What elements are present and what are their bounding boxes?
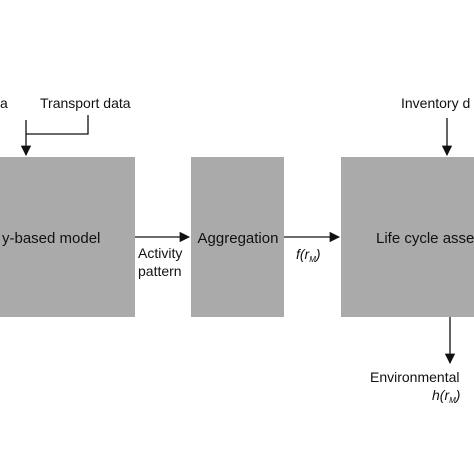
activity-label: Activity [138, 245, 182, 261]
f-function-label: f(rM) [296, 246, 321, 264]
transport-connector [26, 115, 89, 135]
model-box-label: y-based model [2, 230, 100, 247]
inventory-data-label: Inventory d [401, 95, 470, 111]
lca-box [341, 157, 474, 317]
aggregation-box-label: Aggregation [198, 230, 279, 247]
data-input-label: a [0, 95, 8, 111]
environmental-label: Environmental [370, 369, 460, 385]
lca-box-label: Life cycle asse [376, 230, 474, 247]
transport-data-label: Transport data [40, 95, 131, 111]
model-box [0, 157, 135, 317]
pattern-label: pattern [138, 263, 182, 279]
aggregation-box [191, 157, 284, 317]
h-function-label: h(rM) [432, 387, 460, 405]
